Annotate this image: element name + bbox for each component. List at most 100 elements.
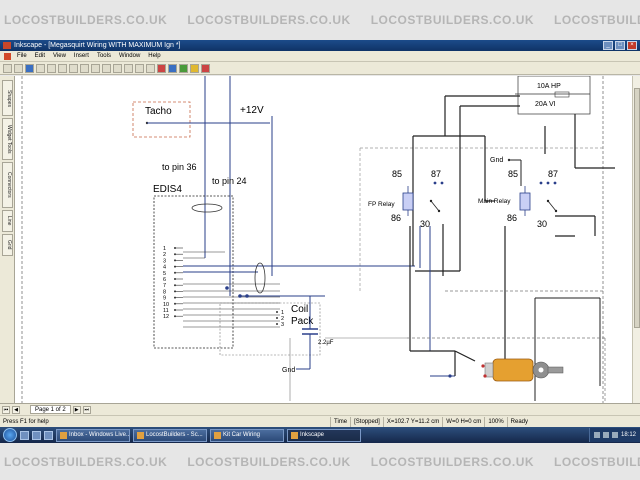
taskbar-task[interactable]: Inbox - Windows Live... (56, 428, 130, 442)
task-app-icon (291, 431, 298, 439)
coil-pin-label: 3 (281, 322, 284, 328)
menu-view[interactable]: View (53, 53, 66, 59)
pointer-icon[interactable] (102, 63, 111, 73)
close-button[interactable]: × (627, 41, 637, 50)
menu-window[interactable]: Window (118, 53, 141, 59)
fp-relay-name: FP Relay (368, 201, 395, 208)
toolbar (0, 62, 640, 75)
menu-help[interactable]: Help (148, 53, 161, 59)
menu-tools[interactable]: Tools (96, 53, 111, 59)
fill-icon[interactable] (179, 63, 188, 73)
layer-icon[interactable] (201, 63, 210, 73)
print-icon[interactable] (36, 63, 45, 73)
taskbar: Inbox - Windows Live...LocostBuilders - … (0, 427, 640, 443)
edis-pin-label: 1 (163, 246, 166, 252)
edis4-label: EDIS4 (153, 184, 182, 195)
quicklaunch-media-icon[interactable] (44, 430, 53, 440)
sidebar-tab-grid[interactable]: Grid (2, 234, 13, 256)
status-zoom[interactable]: 100% (484, 416, 506, 427)
task-label: Kit Car Wiring (223, 432, 261, 438)
first-page-icon[interactable]: ⏮ (2, 405, 10, 414)
maximize-button[interactable]: □ (615, 41, 625, 50)
scrollbar-thumb[interactable] (634, 88, 640, 328)
task-app-icon (137, 431, 144, 439)
watermark-text: LOCOSTBUILDERS.CO.UK (554, 454, 640, 469)
page-tab[interactable]: Page 1 of 2 (30, 405, 71, 414)
paste-icon[interactable] (69, 63, 78, 73)
prev-page-icon[interactable]: ◀ (12, 405, 20, 414)
taskbar-task[interactable]: Kit Car Wiring (210, 428, 284, 442)
edis-pin-label: 8 (163, 289, 166, 295)
volume-icon[interactable] (602, 432, 609, 438)
line-icon[interactable] (124, 63, 133, 73)
plus12v-label: +12V (240, 105, 264, 116)
zoom-icon[interactable] (135, 63, 144, 73)
fuse-symbol (554, 91, 570, 98)
network-icon[interactable] (593, 432, 600, 438)
coil-pin-terminal[interactable] (276, 311, 278, 313)
undo-icon[interactable] (80, 63, 89, 73)
stroke-icon[interactable] (190, 63, 199, 73)
status-coords: X=102.7 Y=11.2 cm (382, 416, 442, 427)
next-page-icon[interactable]: ▶ (72, 405, 81, 414)
fp-relay-pin87: 87 (431, 169, 441, 179)
minimize-button[interactable]: _ (603, 41, 613, 50)
main-relay-pin85: 85 (508, 169, 518, 179)
task-label: Inbox - Windows Live... (69, 432, 130, 438)
main-relay-coil (519, 192, 531, 211)
tacho-box[interactable] (132, 101, 191, 138)
quicklaunch-desktop-icon[interactable] (32, 430, 41, 440)
taskbar-task[interactable]: LocostBuilders - Sc... (133, 428, 207, 442)
window-titlebar[interactable]: Inkscape - [Megasquirt Wiring WITH MAXIM… (0, 40, 640, 51)
app-icon (3, 42, 11, 49)
shape-icon[interactable] (157, 63, 166, 73)
security-icon[interactable] (611, 432, 618, 438)
start-button[interactable] (3, 428, 17, 442)
menu-edit[interactable]: Edit (34, 53, 46, 59)
fuse-top-label: 10A HP (537, 83, 561, 90)
capacitor-label: 2.2µF (318, 340, 334, 346)
coil-pack-label-2: Pack (291, 316, 314, 327)
ignition-switch[interactable] (484, 358, 564, 382)
main-relay-name: Main Relay (478, 198, 511, 205)
edis-pin-label: 4 (163, 265, 166, 271)
last-page-icon[interactable]: ⏭ (82, 405, 91, 414)
new-icon[interactable] (3, 63, 12, 73)
fp-relay-pin85: 85 (392, 169, 402, 179)
clock[interactable]: 18:12 (620, 432, 636, 438)
system-tray: 18:12 (588, 428, 640, 442)
taskbar-task[interactable]: Inkscape (287, 428, 361, 442)
menu-file[interactable]: File (17, 53, 27, 59)
save-icon[interactable] (25, 63, 34, 73)
coil-pin-terminal[interactable] (276, 323, 278, 325)
fp-relay-coil (402, 192, 414, 211)
quicklaunch-ie-icon[interactable] (20, 430, 29, 440)
menu-insert[interactable]: Insert (73, 53, 89, 59)
sidebar-tab-shapes[interactable]: Shapes (2, 80, 13, 116)
fp-relay-pin30: 30 (420, 219, 430, 229)
edis-pin-label: 9 (163, 296, 166, 302)
coil-pin-terminal[interactable] (276, 317, 278, 319)
vertical-scrollbar[interactable] (632, 76, 640, 403)
ignition-barrel (492, 358, 534, 382)
connector-icon[interactable] (168, 63, 177, 73)
watermark-text: LOCOSTBUILDERS.CO.UK (4, 454, 168, 469)
fp-relay[interactable]: 85 87 FP Relay 86 30 (368, 169, 444, 229)
pan-icon[interactable] (146, 63, 155, 73)
sidebar-tab-connectors[interactable]: Connectors (2, 162, 13, 208)
cut-icon[interactable] (47, 63, 56, 73)
main-relay[interactable]: 85 87 Main Relay 86 30 (478, 169, 558, 229)
tacho-label: Tacho (145, 106, 172, 117)
coil-pins: 123 (276, 310, 284, 328)
edis-pin-label: 12 (163, 314, 169, 320)
watermark-text: LOCOSTBUILDERS.CO.UK (370, 454, 535, 469)
open-icon[interactable] (14, 63, 23, 73)
redo-icon[interactable] (91, 63, 100, 73)
copy-icon[interactable] (58, 63, 67, 73)
text-icon[interactable] (113, 63, 122, 73)
sidebar-tab-line[interactable]: Line (2, 210, 13, 232)
sidebar-tab-widget-tools[interactable]: Widget Tools (2, 118, 13, 160)
